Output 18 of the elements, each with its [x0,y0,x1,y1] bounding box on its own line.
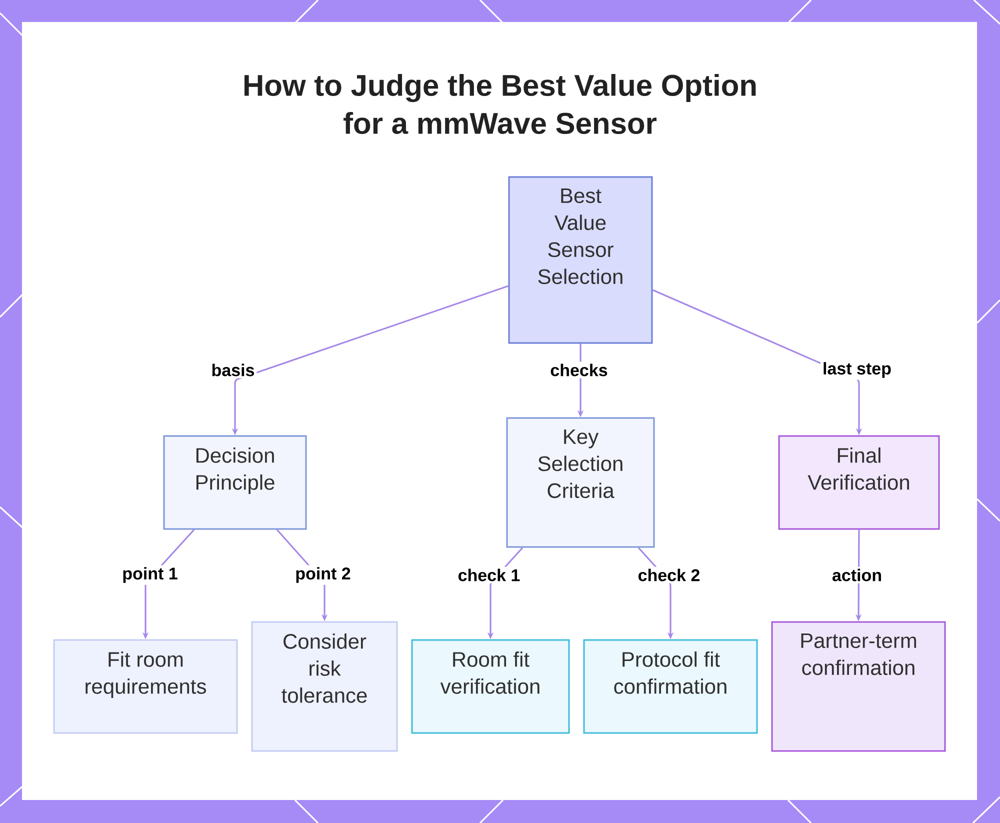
process-box: Decision Principle [163,435,307,530]
process-box: Fit room requirements [53,639,238,734]
process-box: Best Value Sensor Selection [508,176,653,344]
edge-label: check 2 [636,566,702,584]
edge-label: checks [548,362,610,378]
edge-label: basis [209,362,257,378]
process-box: Partner-term confirmation [771,621,946,752]
process-box: Final Verification [778,435,940,530]
edge-label: point 2 [293,565,353,585]
edge-label: check 1 [456,566,522,584]
process-box: Room fit verification [411,639,570,734]
process-box: Key Selection Criteria [506,417,655,548]
title: How to Judge the Best Value Option for a mmWave Sensor [244,74,756,134]
edge-label: last step [820,360,894,380]
edge-label: action [830,566,884,584]
edge-label: point 1 [120,565,180,585]
process-box: Consider risk tolerance [251,621,398,752]
process-box: Protocol fit confirmation [583,639,758,734]
